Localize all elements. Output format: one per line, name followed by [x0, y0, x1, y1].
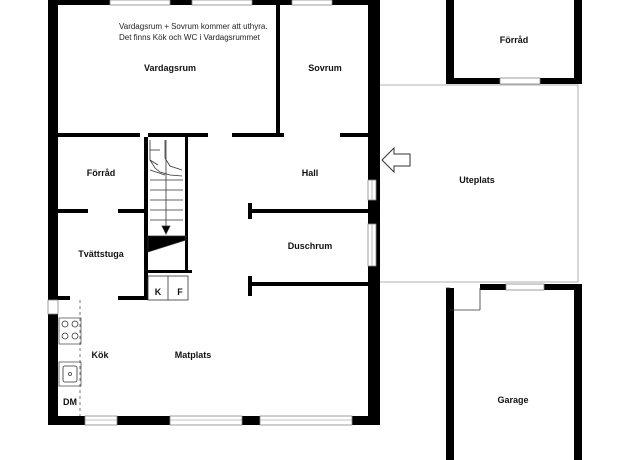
room-label-duschrum: Duschrum [287, 241, 333, 251]
room-label-kok: Kök [91, 350, 109, 360]
room-label-uteplats: Uteplats [459, 175, 495, 185]
room-label-tvattstuga: Tvättstuga [78, 249, 124, 259]
room-label-matplats: Matplats [174, 350, 212, 360]
rental-note-line1: Vardagsrum + Sovrum kommer att uthyra. [119, 22, 268, 31]
uteplats-area [380, 84, 579, 283]
sink-icon [62, 365, 78, 383]
room-label-hall: Hall [301, 168, 319, 178]
fixture-dm: DM [63, 397, 77, 407]
stove-icon [61, 320, 79, 340]
rental-note-line2: Det finns Kök och WC i Vardagsrummet [119, 33, 260, 42]
arrow-left-icon [381, 146, 411, 174]
fixture-k: K [154, 287, 162, 297]
room-label-vardagsrum: Vardagsrum [143, 63, 197, 73]
window-lines [85, 180, 373, 421]
kitchen-counter [58, 300, 82, 416]
rental-note: Vardagsrum + Sovrum kommer att uthyra. D… [119, 21, 268, 43]
room-label-forrad-left: Förråd [86, 168, 116, 178]
room-label-garage: Garage [497, 395, 529, 405]
fixture-f: F [177, 287, 183, 297]
room-label-forrad-top: Förråd [499, 35, 529, 45]
room-label-sovrum: Sovrum [308, 63, 342, 73]
interior-walls [58, 0, 370, 300]
kf-cabinets [147, 275, 189, 301]
garage-door [446, 287, 481, 311]
stairs-icon [147, 140, 187, 253]
